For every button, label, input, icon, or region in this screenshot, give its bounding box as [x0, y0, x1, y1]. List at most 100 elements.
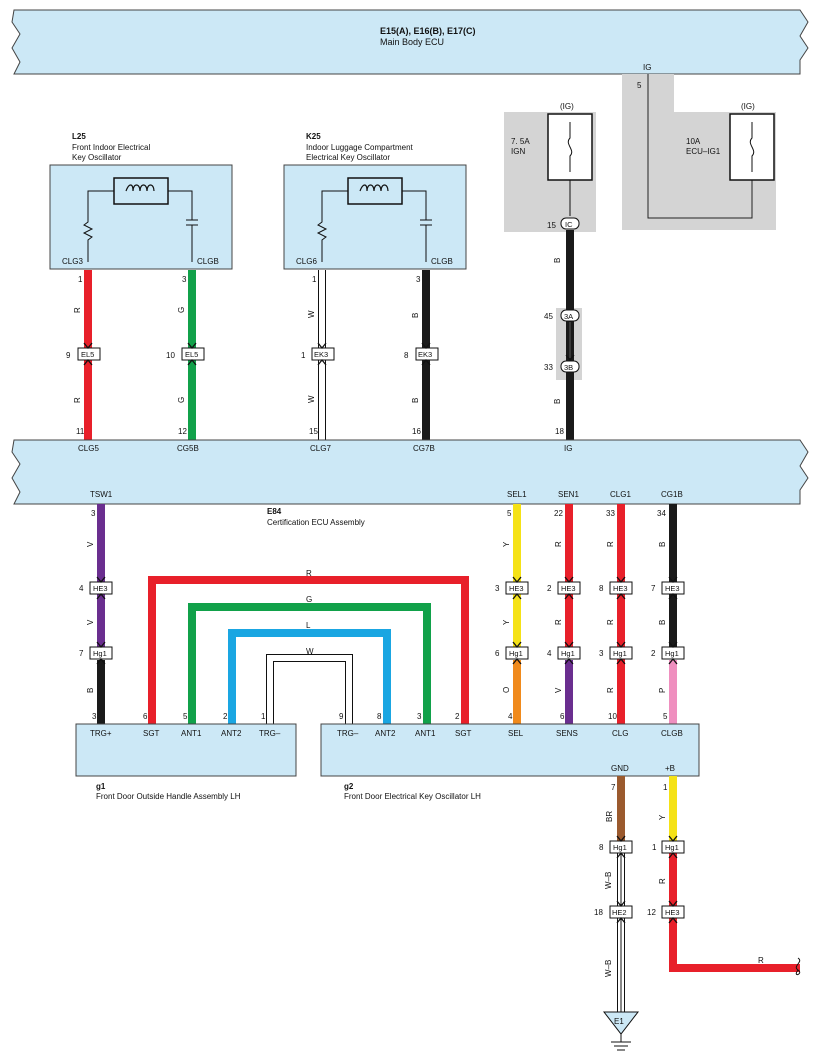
svg-text:4: 4 [547, 649, 552, 658]
svg-text:3: 3 [91, 509, 96, 518]
main-ecu-ig-label: IG [643, 63, 651, 72]
svg-text:11: 11 [76, 427, 85, 436]
svg-text:R: R [554, 541, 563, 547]
svg-text:18: 18 [594, 908, 603, 917]
lower-wire-color-labels: V V B Y Y O R R V R R R B B P [86, 541, 667, 693]
svg-text:Hg1: Hg1 [509, 649, 523, 658]
svg-text:33: 33 [606, 509, 615, 518]
main-ecu-name: Main Body ECU [380, 37, 444, 47]
svg-text:6: 6 [560, 712, 565, 721]
fuse-ecu-symbol [749, 122, 755, 172]
svg-text:HE3: HE3 [561, 584, 576, 593]
svg-text:Hg1: Hg1 [561, 649, 575, 658]
svg-text:HE3: HE3 [509, 584, 524, 593]
wire-sgt-loop [148, 576, 469, 724]
connector-el5-right-pin: 10 [166, 351, 175, 360]
svg-text:3B: 3B [564, 363, 573, 372]
svg-text:EK3: EK3 [314, 350, 328, 359]
g1-box [75, 723, 297, 777]
wire-trg-loop [266, 654, 353, 724]
svg-text:22: 22 [554, 509, 563, 518]
fuse-ign-symbol [567, 122, 573, 172]
svg-text:5: 5 [183, 712, 188, 721]
svg-text:8: 8 [599, 843, 604, 852]
svg-text:ANT1: ANT1 [181, 729, 202, 738]
fuse-ign-rating: 7. 5A [511, 137, 530, 146]
loop-color-w: W [306, 647, 314, 656]
svg-text:B: B [658, 542, 667, 547]
l25-internal-wiring [82, 190, 198, 262]
svg-text:V: V [86, 541, 95, 547]
svg-text:5: 5 [663, 712, 668, 721]
svg-text:R: R [606, 619, 615, 625]
svg-text:O: O [502, 687, 511, 693]
svg-text:12: 12 [647, 908, 656, 917]
svg-text:ANT1: ANT1 [415, 729, 436, 738]
svg-text:TRG–: TRG– [337, 729, 359, 738]
k25-pin-right: CLGB [431, 257, 453, 266]
g1-name: Front Door Outside Handle Assembly LH [96, 792, 241, 801]
svg-text:10: 10 [608, 712, 617, 721]
connector-ek3-left-pin: 1 [301, 351, 306, 360]
svg-text:4: 4 [79, 584, 84, 593]
l25-pin-left-no: 1 [78, 275, 83, 284]
svg-text:TRG–: TRG– [259, 729, 281, 738]
connector-3b-pin: 33 [544, 363, 553, 372]
fuse-ign-tag: (IG) [560, 102, 574, 111]
plusb-pin-no: 1 [663, 783, 668, 792]
svg-text:Hg1: Hg1 [93, 649, 107, 658]
svg-text:Hg1: Hg1 [613, 843, 627, 852]
svg-text:3: 3 [599, 649, 604, 658]
plusb-wire-color-y: Y [658, 814, 667, 820]
ground-triangle [602, 1011, 640, 1035]
svg-text:7: 7 [79, 649, 84, 658]
connector-el5-left: EL5 [77, 347, 101, 361]
fuse-ecu-name: ECU–IG1 [686, 147, 721, 156]
svg-text:3: 3 [417, 712, 422, 721]
fuse-ecu-rating: 10A [686, 137, 701, 146]
svg-text:2: 2 [547, 584, 552, 593]
l25-pin-left: CLG3 [62, 257, 83, 266]
k25b-wire-color-2: B [411, 398, 420, 403]
k25-name-line1: Indoor Luggage Compartment [306, 143, 414, 152]
connector-ek3-right: EK3 [415, 347, 439, 361]
wire-plusb-r [669, 852, 800, 972]
ig-grey-panel [622, 74, 776, 230]
gnd-connectors: Hg1 8 HE2 18 [594, 840, 633, 919]
svg-text:CG1B: CG1B [661, 490, 683, 499]
main-ecu-code: E15(A), E16(B), E17(C) [380, 26, 476, 36]
svg-text:EK3: EK3 [418, 350, 432, 359]
svg-text:EL5: EL5 [81, 350, 94, 359]
svg-text:5: 5 [507, 509, 512, 518]
chevron-marks [83, 342, 678, 924]
svg-text:CLG5: CLG5 [78, 444, 99, 453]
ground-icon [611, 1034, 631, 1051]
l25-code: L25 [72, 132, 86, 141]
connector-ic-pin: 15 [547, 221, 556, 230]
svg-text:SEN1: SEN1 [558, 490, 579, 499]
connector-ic: IC [560, 217, 580, 230]
svg-text:CLG: CLG [612, 729, 628, 738]
svg-text:CLGB: CLGB [661, 729, 683, 738]
gnd-wb-color-2: W–B [604, 960, 613, 977]
svg-text:IC: IC [565, 220, 573, 229]
plusb-wire-color-r: R [658, 878, 667, 884]
g2-gnd-label: GND [611, 764, 629, 773]
gnd-pin-no: 7 [611, 783, 616, 792]
svg-text:SEL: SEL [508, 729, 524, 738]
l25-box [49, 164, 233, 270]
svg-text:1: 1 [261, 712, 266, 721]
k25-box [283, 164, 467, 270]
svg-text:SENS: SENS [556, 729, 578, 738]
svg-text:2: 2 [223, 712, 228, 721]
g1-pins: 3 TRG+ 6 SGT 5 ANT1 2 ANT2 1 TRG– [90, 712, 281, 738]
svg-text:2: 2 [651, 649, 656, 658]
svg-text:1: 1 [652, 843, 657, 852]
g2-pins: 9 TRG– 8 ANT2 3 ANT1 2 SGT 4 SEL 6 SENS … [337, 712, 683, 738]
svg-text:HE2: HE2 [612, 908, 627, 917]
svg-text:SEL1: SEL1 [507, 490, 527, 499]
g2-name: Front Door Electrical Key Oscillator LH [344, 792, 481, 801]
wire-ant2-loop [228, 629, 391, 724]
svg-text:6: 6 [495, 649, 500, 658]
